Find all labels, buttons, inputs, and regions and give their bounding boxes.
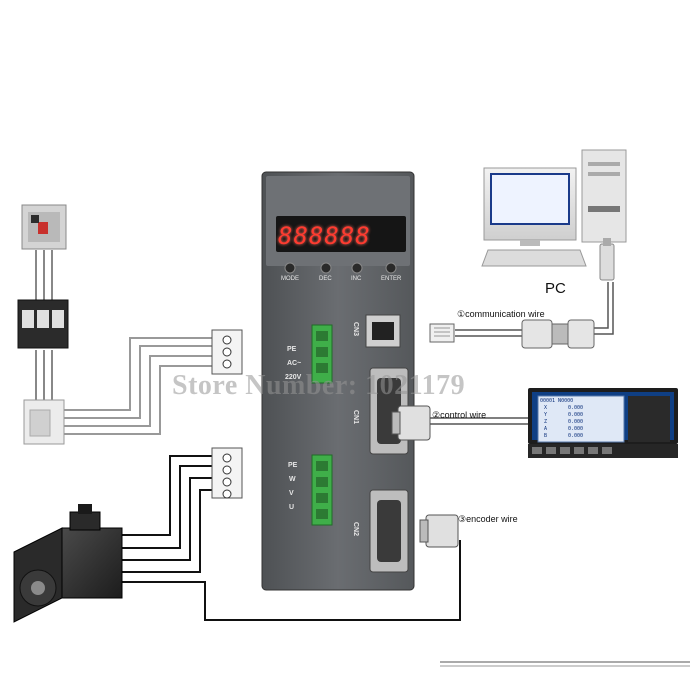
motor-label-pe: PE — [288, 462, 298, 469]
cnc-axis-a: A — [544, 426, 548, 432]
cnc-value-a: 0.000 — [568, 426, 584, 432]
store-watermark: Store Number: 1021179 — [172, 370, 466, 401]
motor-wires — [110, 455, 461, 621]
encoder-wire-label: ③encoder wire — [458, 514, 518, 524]
cnc-header: 00001 N0000 — [540, 398, 574, 404]
cnc-axis-x: X — [544, 405, 548, 411]
pc-label: PC — [545, 280, 566, 297]
led-readout: 888888 — [278, 222, 371, 250]
circuit-breaker — [21, 204, 67, 250]
motor-label-w: W — [289, 476, 296, 483]
cnc-axis-z: Z — [544, 419, 548, 425]
pc — [481, 149, 627, 281]
motor-label-v: V — [289, 490, 294, 497]
led-display — [276, 216, 406, 252]
filter-module — [23, 399, 65, 445]
communication-wire-label: ①communication wire — [457, 309, 545, 319]
mode-button-label: MODE — [281, 276, 299, 282]
control-cable — [430, 417, 530, 425]
cnc-axis-b: B — [544, 433, 548, 439]
power-label-ac: AC~ — [287, 360, 302, 367]
communication-cable — [455, 282, 614, 337]
servo-motor — [13, 504, 123, 623]
contactor — [17, 299, 69, 349]
serial-adapter — [521, 319, 595, 349]
inc-button-label: INC — [351, 276, 362, 282]
control-plug — [391, 405, 431, 441]
cn3-label: CN3 — [352, 322, 359, 337]
cnc-value-x: 0.000 — [568, 405, 584, 411]
cn1-label: CN1 — [352, 410, 359, 425]
cn2-label: CN2 — [352, 522, 359, 537]
bottom-strip — [440, 661, 690, 667]
motor-plug — [211, 447, 243, 499]
cnc-value-b: 0.000 — [568, 433, 584, 439]
cnc-value-y: 0.000 — [568, 412, 584, 418]
cnc-axis-y: Y — [544, 412, 548, 418]
dec-button-label: DEC — [319, 276, 332, 282]
servo-drive — [261, 171, 415, 591]
power-plug — [211, 329, 243, 375]
enter-button-label: ENTER — [381, 276, 402, 282]
encoder-plug — [419, 514, 459, 548]
cnc-value-z: 0.000 — [568, 419, 584, 425]
rj45-plug — [429, 323, 455, 343]
control-wire-label: ②control wire — [432, 410, 487, 420]
power-wires — [35, 250, 212, 435]
cnc-controller — [528, 388, 678, 458]
power-label-pe: PE — [287, 346, 297, 353]
motor-label-u: U — [289, 504, 295, 511]
power-label-220v: 220V — [285, 374, 302, 381]
